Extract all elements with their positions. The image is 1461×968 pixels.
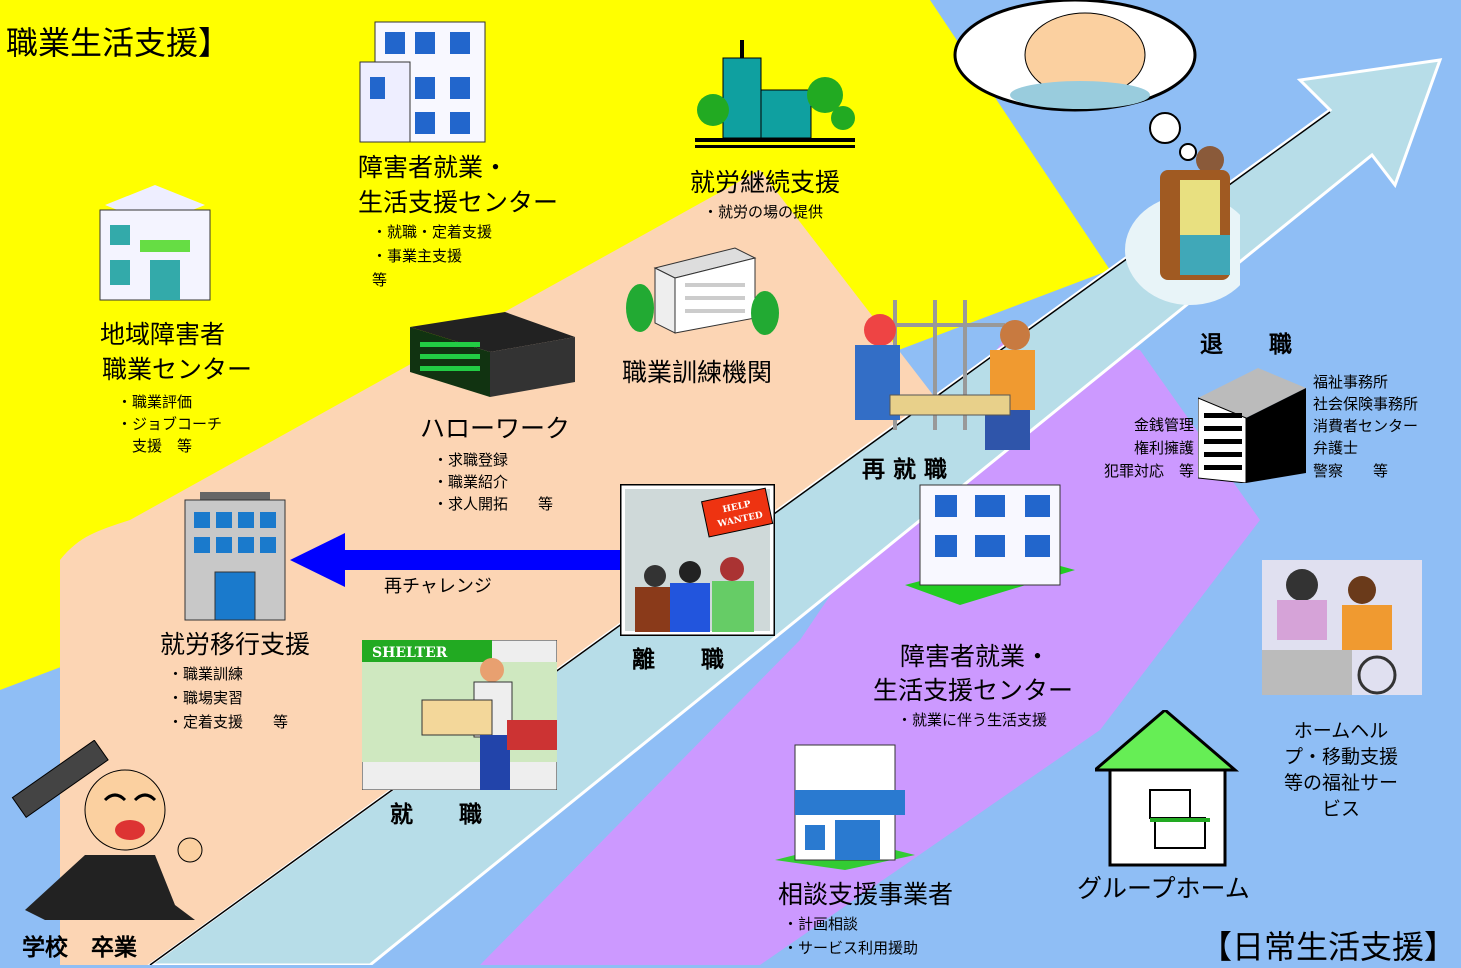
employment-life-center-building-icon [359, 21, 486, 143]
stage-job-loss: 離 職 [632, 647, 724, 673]
rights-right-item: 消費者センター [1313, 417, 1419, 435]
regional-center-item: 支援 等 [117, 437, 193, 455]
employment-life-center-bottom-item: ・就業に伴う生活支援 [897, 711, 1048, 729]
stage-employment: 就 職 [390, 802, 482, 828]
home-help-line: 等の福祉サー [1283, 772, 1398, 794]
group-home-building-icon [1095, 710, 1240, 867]
home-help-scene-icon [1262, 560, 1422, 695]
home-help-line: ビス [1321, 798, 1360, 820]
consultation-item: ・計画相談 [783, 915, 859, 933]
rights-left-item: 犯罪対応 等 [1103, 462, 1194, 480]
rechallenge-label: 再チャレンジ [384, 576, 492, 597]
stage-graduation: 学校 卒業 [22, 935, 137, 961]
rechallenge-arrow [290, 533, 625, 587]
group-home-title: グループホーム [1077, 874, 1250, 903]
hello-work-item: ・職業紹介 [433, 473, 509, 491]
transition-support-title: 就労移行支援 [160, 630, 311, 659]
rights-left-item: 金銭管理 [1133, 416, 1194, 434]
regional-center-title-1: 地域障害者 [100, 320, 226, 349]
regional-center-title-2: 職業センター [102, 355, 253, 384]
hello-work-item: ・求人開拓 等 [433, 495, 554, 513]
retirement-dream-icon [953, 0, 1240, 305]
hello-work-item: ・求職登録 [433, 451, 509, 469]
regional-center-item: ・職業評価 [117, 393, 193, 411]
rights-right-item: 社会保険事務所 [1313, 395, 1419, 413]
regional-center-building-icon [99, 185, 211, 301]
rights-right-item: 福祉事務所 [1313, 373, 1389, 391]
training-institution-building-icon [626, 247, 779, 335]
shelter-sign: SHELTER [372, 645, 448, 661]
continuous-support-title: 就労継続支援 [690, 168, 841, 197]
public-office-building-icon [1198, 368, 1306, 483]
vocational-support-heading: 職業生活支援】 [6, 24, 231, 62]
employment-life-center-title-1: 障害者就業・ [358, 153, 509, 182]
home-help-line: プ・移動支援 [1283, 746, 1398, 768]
rights-left-item: 権利擁護 [1133, 439, 1194, 457]
transition-support-item: ・定着支援 等 [168, 713, 289, 731]
rights-right-item: 弁護士 [1313, 439, 1359, 457]
continuous-support-item: ・就労の場の提供 [703, 203, 824, 221]
continuous-support-building-icon [695, 40, 855, 148]
consultation-title: 相談支援事業者 [778, 880, 954, 909]
hello-work-title: ハローワーク [420, 414, 571, 443]
consultation-office-building-icon [775, 744, 915, 870]
transition-support-item: ・職場実習 [168, 689, 244, 707]
transition-support-item: ・職業訓練 [168, 665, 244, 683]
regional-center-item: ・ジョブコーチ [117, 415, 223, 433]
employment-life-center-bottom-building-icon [905, 484, 1075, 605]
stage-reemployment: 再 就 職 [862, 457, 948, 483]
employment-life-center-item: 等 [372, 271, 388, 289]
employment-life-center-bottom-title-1: 障害者就業・ [900, 642, 1051, 671]
hello-work-building-icon [410, 312, 575, 397]
daily-support-heading: 【日常生活支援】 [1200, 928, 1457, 966]
training-institution-title: 職業訓練機関 [622, 358, 773, 387]
employment-life-center-item: ・事業主支援 [372, 247, 463, 265]
stage-retirement: 退 職 [1200, 332, 1292, 358]
reemployment-scene-icon [855, 300, 1035, 450]
employment-life-center-item: ・就職・定着支援 [372, 223, 493, 241]
home-help-line: ホームヘル [1293, 720, 1389, 742]
graduate-figure-icon [11, 740, 203, 920]
consultation-item: ・サービス利用援助 [783, 939, 919, 957]
employment-life-center-title-2: 生活支援センター [358, 188, 559, 217]
employment-life-center-bottom-title-2: 生活支援センター [873, 676, 1074, 705]
job-loss-scene-icon: HELP WANTED [620, 484, 775, 636]
rights-right-item: 警察 等 [1313, 462, 1389, 480]
transition-support-building-icon [184, 492, 286, 621]
employment-scene-icon: SHELTER [362, 640, 557, 790]
purple-band [480, 330, 1260, 965]
